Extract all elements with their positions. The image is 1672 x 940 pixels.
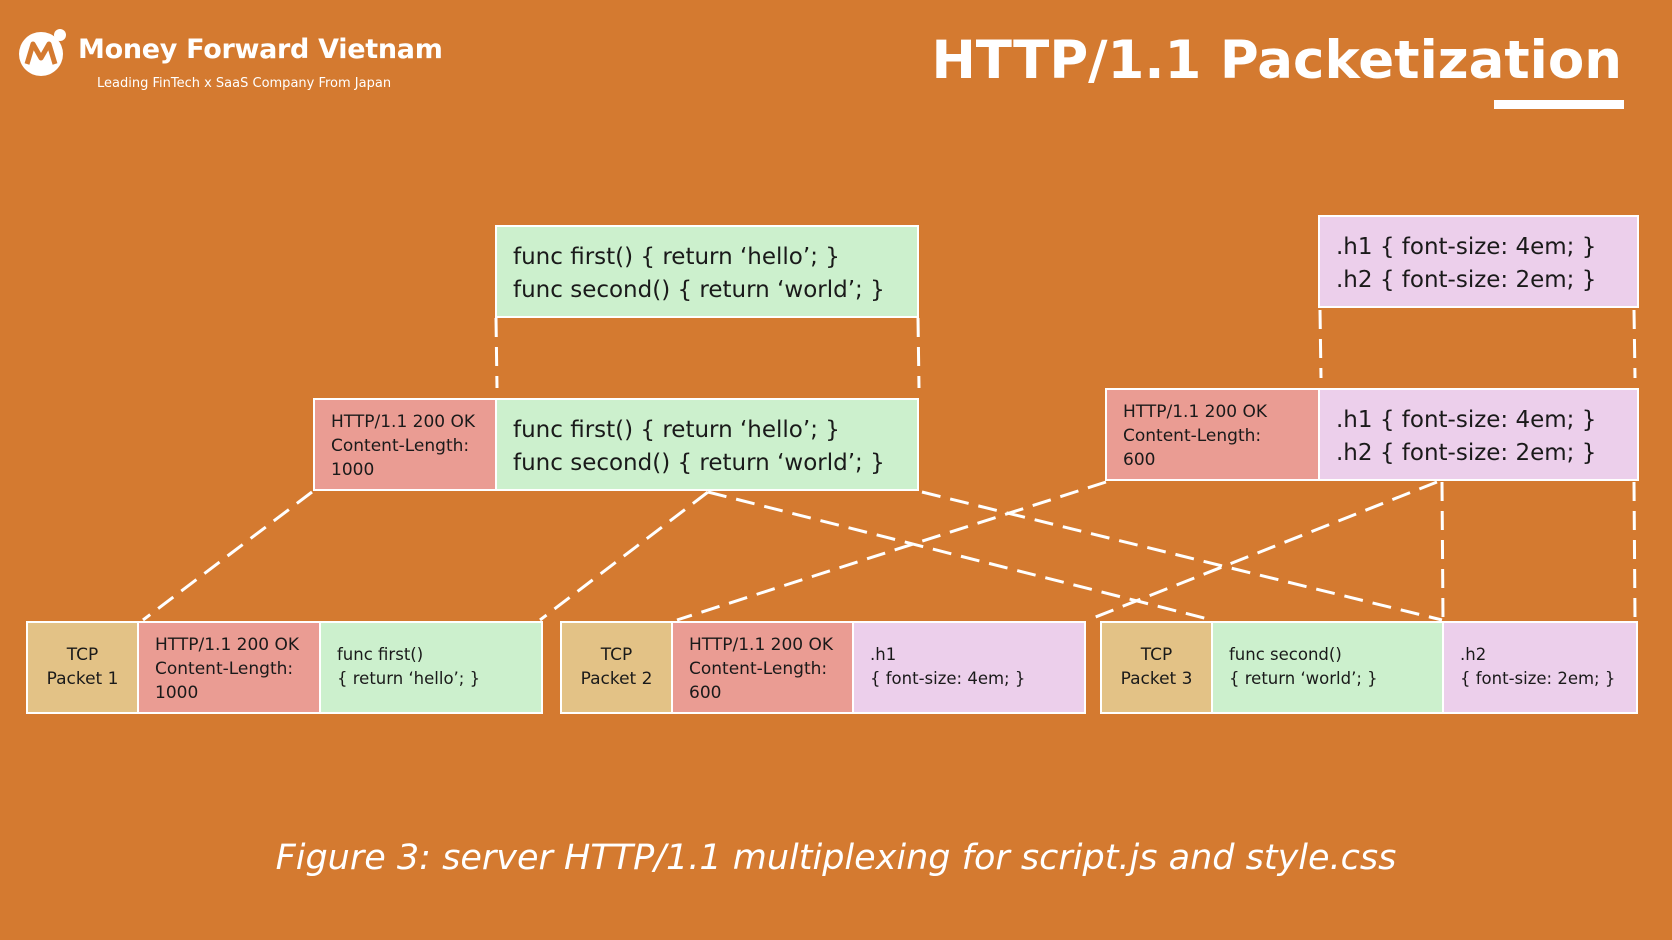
packet-3-style-line-2: { font-size: 2em; } bbox=[1460, 669, 1616, 688]
style-response-length-label: Content-Length: bbox=[1123, 426, 1262, 446]
connector-line bbox=[676, 480, 1107, 622]
packet-1-tcp-label: TCP Packet 1 bbox=[26, 621, 139, 714]
packet-1-body-line-1: func first() bbox=[337, 645, 424, 664]
packet-1-tcp-line-2: Packet 1 bbox=[46, 669, 119, 689]
packet-3-tcp-line-1: TCP bbox=[1140, 645, 1173, 665]
connector-line bbox=[916, 317, 921, 389]
connector-line bbox=[539, 490, 709, 622]
script-response-status: HTTP/1.1 200 OK bbox=[331, 412, 476, 432]
script-response-length-label: Content-Length: bbox=[331, 436, 470, 456]
script-source-block: func first() { return ‘hello’; } func se… bbox=[495, 225, 919, 318]
packet-1-tcp-line-1: TCP bbox=[66, 645, 99, 665]
style-response-header: HTTP/1.1 200 OK Content-Length: 600 bbox=[1105, 388, 1320, 481]
packet-2-tcp-line-1: TCP bbox=[600, 645, 633, 665]
packet-2-status: HTTP/1.1 200 OK bbox=[689, 635, 834, 655]
page-title: HTTP/1.1 Packetization bbox=[931, 30, 1622, 91]
brand-tagline: Leading FinTech x SaaS Company From Japa… bbox=[97, 76, 392, 91]
packet-1-status: HTTP/1.1 200 OK bbox=[155, 635, 300, 655]
connector-line bbox=[1632, 481, 1637, 621]
packet-3-style-line-1: .h2 bbox=[1460, 645, 1487, 664]
packet-1-http-header: HTTP/1.1 200 OK Content-Length: 1000 bbox=[137, 621, 321, 714]
script-response-body-line-1: func first() { return ‘hello’; } bbox=[513, 417, 840, 443]
packet-2-length-label: Content-Length: bbox=[689, 659, 828, 679]
connector-line bbox=[1318, 309, 1323, 379]
style-response-length-value: 600 bbox=[1123, 450, 1156, 470]
packet-2-length-value: 600 bbox=[689, 683, 722, 703]
style-response-status: HTTP/1.1 200 OK bbox=[1123, 402, 1268, 422]
script-source-line-1: func first() { return ‘hello’; } bbox=[513, 244, 840, 270]
packet-3-style-body: .h2 { font-size: 2em; } bbox=[1442, 621, 1638, 714]
packet-2-http-header: HTTP/1.1 200 OK Content-Length: 600 bbox=[671, 621, 854, 714]
style-source-block: .h1 { font-size: 4em; } .h2 { font-size:… bbox=[1318, 215, 1639, 308]
brand-name: Money Forward Vietnam bbox=[78, 34, 443, 65]
script-response-header: HTTP/1.1 200 OK Content-Length: 1000 bbox=[313, 398, 497, 491]
packet-1-length-label: Content-Length: bbox=[155, 659, 294, 679]
script-response-body: func first() { return ‘hello’; } func se… bbox=[495, 398, 919, 491]
connector-line bbox=[494, 317, 499, 389]
packet-2-tcp-label: TCP Packet 2 bbox=[560, 621, 673, 714]
packet-3-tcp-label: TCP Packet 3 bbox=[1100, 621, 1213, 714]
packet-1-length-value: 1000 bbox=[155, 683, 199, 703]
packet-1-body: func first() { return ‘hello’; } bbox=[319, 621, 543, 714]
title-underline bbox=[1494, 100, 1624, 109]
connector-line bbox=[1087, 480, 1438, 622]
connector-line bbox=[1632, 309, 1637, 379]
packet-2-body-line-2: { font-size: 4em; } bbox=[870, 669, 1026, 688]
packet-3-script-body: func second() { return ‘world’; } bbox=[1211, 621, 1444, 714]
packet-3-script-line-1: func second() bbox=[1229, 645, 1342, 664]
style-source-line-1: .h1 { font-size: 4em; } bbox=[1336, 234, 1597, 260]
script-source-line-2: func second() { return ‘world’; } bbox=[513, 277, 885, 303]
connector-line bbox=[1440, 481, 1445, 621]
style-response-body-line-2: .h2 { font-size: 2em; } bbox=[1336, 440, 1597, 466]
money-forward-logo-icon bbox=[19, 29, 66, 76]
connector-line bbox=[921, 490, 1443, 622]
packet-2-body-line-1: .h1 bbox=[870, 645, 897, 664]
packet-3-tcp-line-2: Packet 3 bbox=[1120, 669, 1193, 689]
script-response-body-line-2: func second() { return ‘world’; } bbox=[513, 450, 885, 476]
script-response-length-value: 1000 bbox=[331, 460, 375, 480]
packet-2-body: .h1 { font-size: 4em; } bbox=[852, 621, 1086, 714]
style-source-line-2: .h2 { font-size: 2em; } bbox=[1336, 267, 1597, 293]
connector-line bbox=[142, 490, 313, 622]
style-response-body: .h1 { font-size: 4em; } .h2 { font-size:… bbox=[1318, 388, 1639, 481]
style-response-body-line-1: .h1 { font-size: 4em; } bbox=[1336, 407, 1597, 433]
packet-1-body-line-2: { return ‘hello’; } bbox=[337, 669, 481, 688]
figure-caption: Figure 3: server HTTP/1.1 multiplexing f… bbox=[275, 838, 1397, 878]
packet-2-tcp-line-2: Packet 2 bbox=[580, 669, 653, 689]
packet-3-script-line-2: { return ‘world’; } bbox=[1229, 669, 1378, 688]
